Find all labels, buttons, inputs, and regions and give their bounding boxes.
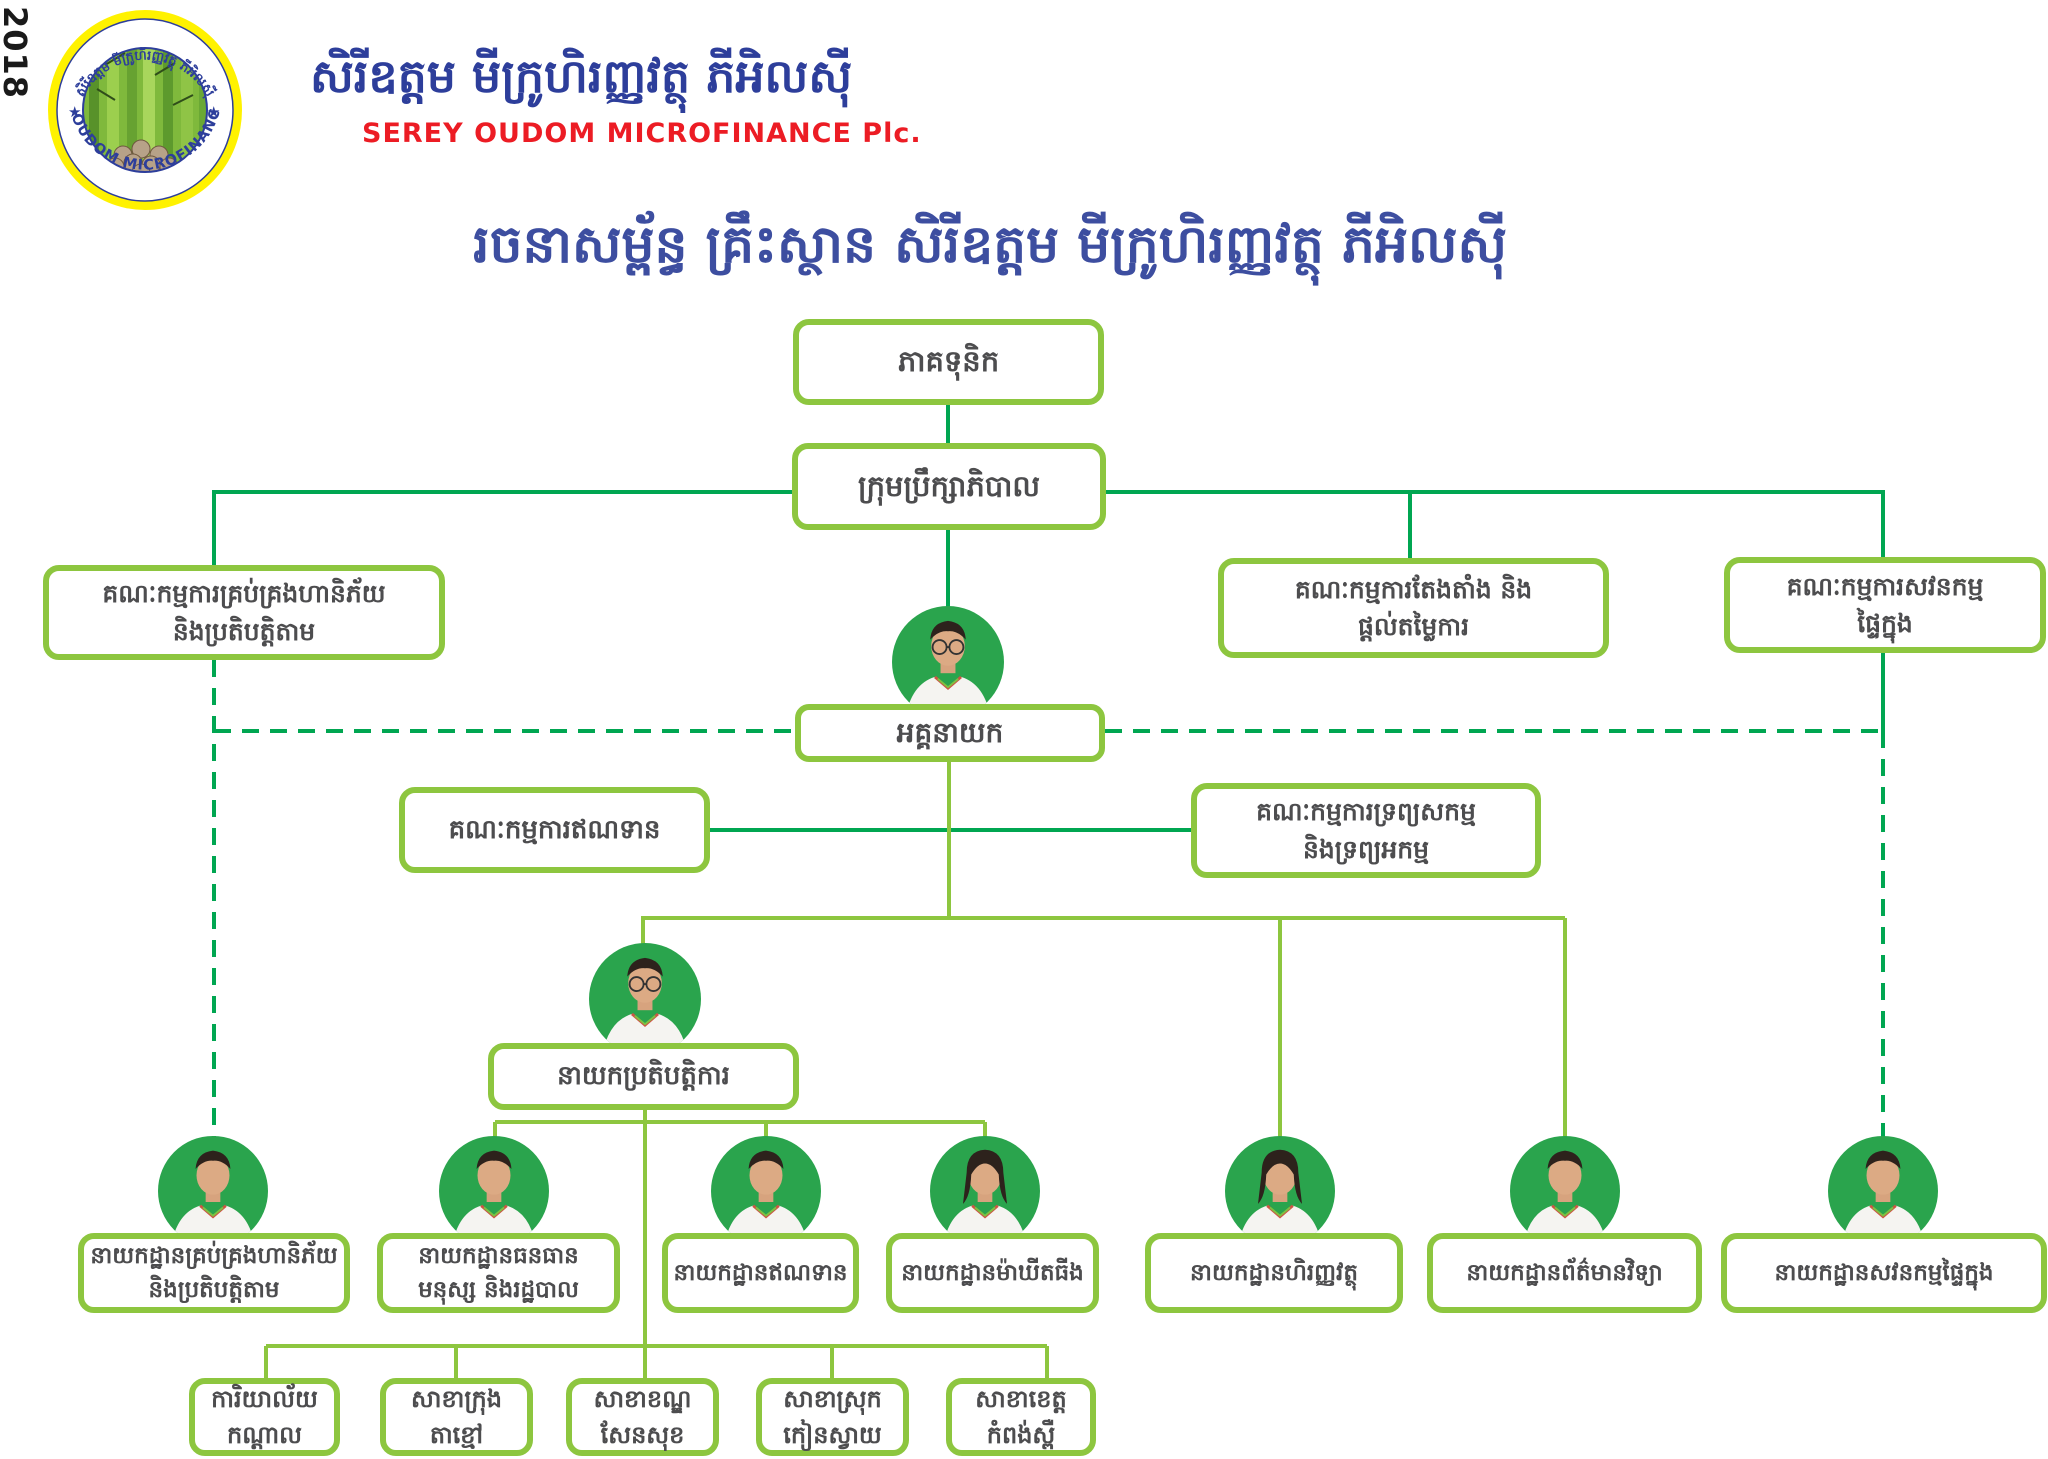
- photo-ceo: [892, 606, 1004, 718]
- node-internal-audit-committee: គណៈកម្មការសវនកម្ម ផ្ទៃក្នុង: [1724, 557, 2046, 653]
- photo-credit-dept-head: [711, 1136, 821, 1246]
- photo-marketing-dept-head: [930, 1136, 1040, 1246]
- node-dept-risk-compliance: នាយកដ្ឋានគ្រប់គ្រងហានិភ័យ និងប្រតិបត្តិត…: [78, 1233, 350, 1313]
- light-green-connectors: [264, 762, 1567, 1380]
- node-dept-credit: នាយកដ្ឋានឥណទាន: [662, 1233, 859, 1313]
- node-dept-hr-admin: នាយកដ្ឋានធនធាន មនុស្ស និងរដ្ឋបាល: [377, 1233, 620, 1313]
- node-ceo: អគ្គនាយក: [795, 704, 1105, 762]
- company-name-khmer: សិរីឧត្តម មីក្រូហិរញ្ញវត្ថុ ភីអិលស៊ី: [310, 49, 853, 103]
- photo-internal-audit-dept-head: [1828, 1136, 1938, 1246]
- photo-it-dept-head: [1510, 1136, 1620, 1246]
- photo-operations-director: [589, 943, 701, 1055]
- node-nomination-remuneration-committee: គណៈកម្មការតែងតាំង និង ផ្តល់តម្លៃការ: [1218, 558, 1609, 658]
- node-branch-sensok: សាខាខណ្ឌ សែនសុខ: [566, 1378, 719, 1456]
- node-risk-compliance-committee: គណៈកម្មការគ្រប់គ្រងហានិភ័យ និងប្រតិបត្តិ…: [43, 565, 445, 660]
- node-branch-kampongspeu: សាខាខេត្ត កំពង់ស្ពឺ: [946, 1378, 1096, 1456]
- node-dept-it: នាយកដ្ឋានព័ត៌មានវិទ្យា: [1427, 1233, 1702, 1313]
- company-name-english: SEREY OUDOM MICROFINANCE Plc.: [362, 118, 922, 149]
- node-board-of-directors: ក្រុមប្រឹក្សាភិបាល: [792, 443, 1106, 530]
- node-credit-committee: គណៈកម្មការឥណទាន: [399, 787, 710, 873]
- dashed-green-connectors: [212, 660, 1885, 1138]
- node-operations-director: នាយកប្រតិបត្តិការ: [488, 1043, 799, 1110]
- logo-star-left: ★: [68, 103, 81, 121]
- logo-star-right: ★: [207, 103, 220, 121]
- photo-risk-compliance-dept-head: [158, 1136, 268, 1246]
- chart-title: រចនាសម្ព័ន្ធ គ្រឹះស្ថាន សិរីឧត្តម មីក្រូ…: [473, 215, 1507, 275]
- node-dept-finance: នាយកដ្ឋានហិរញ្ញវត្ថុ: [1145, 1233, 1403, 1313]
- node-branch-takhmau: សាខាក្រុង តាខ្មៅ: [380, 1378, 533, 1456]
- company-logo: សិរីឧត្តម មីក្រូហិរញ្ញវត្ថុ ភីអិលស៊ី SER…: [38, 0, 245, 215]
- node-dept-marketing: នាយកដ្ឋានម៉ាឃីតធីង: [886, 1233, 1099, 1313]
- node-branch-central-office: ការិយាល័យ កណ្តាល: [189, 1378, 340, 1456]
- node-dept-internal-audit: នាយកដ្ឋានសវនកម្មផ្ទៃក្នុង: [1721, 1233, 2047, 1313]
- photo-hr-admin-dept-head: [439, 1136, 549, 1246]
- photo-finance-dept-head: [1225, 1136, 1335, 1246]
- node-shareholders: ភាគទុនិក: [793, 319, 1104, 405]
- node-branch-kiensvay: សាខាស្រុក កៀនស្វាយ: [756, 1378, 909, 1456]
- node-alco-committee: គណៈកម្មការទ្រព្យសកម្ម និងទ្រព្យអកម្ម: [1191, 783, 1541, 878]
